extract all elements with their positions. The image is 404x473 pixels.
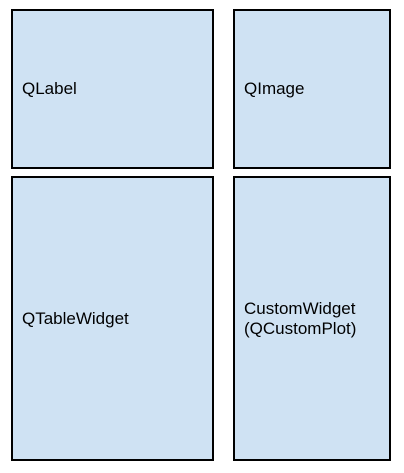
customwidget-box: CustomWidget (QCustomPlot) [233, 176, 391, 461]
qtablewidget-box-label: QTableWidget [22, 308, 129, 328]
customwidget-box-label: CustomWidget (QCustomPlot) [244, 298, 357, 338]
qlabel-box: QLabel [11, 9, 214, 169]
qimage-box: QImage [233, 9, 391, 169]
qimage-box-label: QImage [244, 79, 305, 98]
qtablewidget-box: QTableWidget [11, 176, 214, 461]
qlabel-box-label: QLabel [22, 79, 77, 98]
